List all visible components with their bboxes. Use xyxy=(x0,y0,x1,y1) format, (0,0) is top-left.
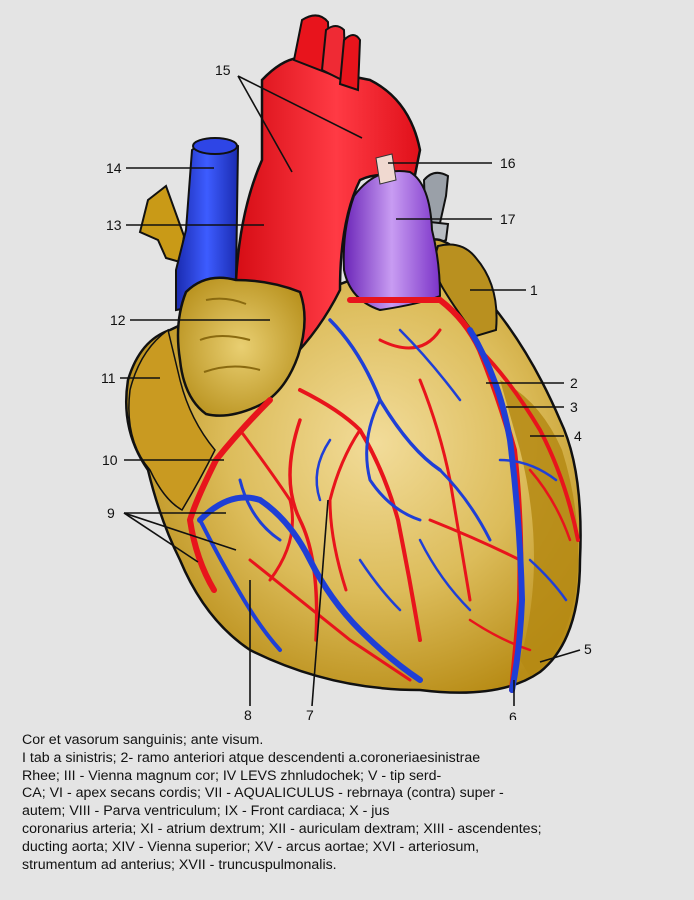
aortic-branch-2 xyxy=(320,25,348,84)
leader-lines xyxy=(120,75,581,707)
caption-line: autem; VIII - Parva ventriculum; IX - Fr… xyxy=(22,803,390,820)
label-10: 10 xyxy=(102,452,118,468)
vena-cava-opening xyxy=(192,137,238,155)
label-13: 13 xyxy=(106,217,122,233)
label-2: 2 xyxy=(570,375,578,391)
label-6: 6 xyxy=(509,709,517,720)
caption-line: I tab a sinistris; 2- ramo anteriori atq… xyxy=(22,749,481,766)
right-auricle xyxy=(176,276,306,417)
right-auricle-fold xyxy=(199,297,261,373)
caption-line: Cor et vasorum sanguinis; ante visum. xyxy=(22,732,264,748)
caption-line: strumentum ad anterius; XVII - truncuspu… xyxy=(22,856,337,873)
label-3: 3 xyxy=(570,399,578,415)
label-8: 8 xyxy=(244,707,252,720)
caption: Cor et vasorum sanguinis; ante visum. I … xyxy=(22,732,672,874)
label-15: 15 xyxy=(215,62,231,78)
labels: 15 14 13 16 17 1 12 11 2 3 4 10 9 5 6 7 … xyxy=(101,62,592,720)
caption-line: ducting aorta; XIV - Vienna superior; XV… xyxy=(22,838,480,855)
label-7: 7 xyxy=(306,707,314,720)
label-14: 14 xyxy=(106,160,122,176)
caption-line: CA; VI - apex secans cordis; VII - AQUAL… xyxy=(22,785,504,802)
pulmonary-trunk xyxy=(342,170,442,312)
aortic-branch-1 xyxy=(292,14,332,76)
caption-line: coronarius arteria; XI - atrium dextrum;… xyxy=(22,820,542,837)
label-4: 4 xyxy=(574,428,582,444)
caption-line: Rhee; III - Vienna magnum cor; IV LEVS z… xyxy=(22,767,442,784)
right-pulmonary-artery xyxy=(138,184,186,264)
right-atrium xyxy=(128,328,216,512)
label-1: 1 xyxy=(530,282,538,298)
left-ventricle-shade xyxy=(500,380,579,676)
label-12: 12 xyxy=(110,312,126,328)
ligamentum-arteriosum xyxy=(375,153,397,185)
heart-diagram: 15 14 13 16 17 1 12 11 2 3 4 10 9 5 6 7 … xyxy=(101,14,592,720)
label-9: 9 xyxy=(107,505,115,521)
label-11: 11 xyxy=(101,370,116,386)
label-5: 5 xyxy=(584,641,592,657)
aortic-branch-3 xyxy=(338,34,362,92)
label-17: 17 xyxy=(500,211,516,227)
label-16: 16 xyxy=(500,155,516,171)
cardiac-veins xyxy=(197,318,568,693)
